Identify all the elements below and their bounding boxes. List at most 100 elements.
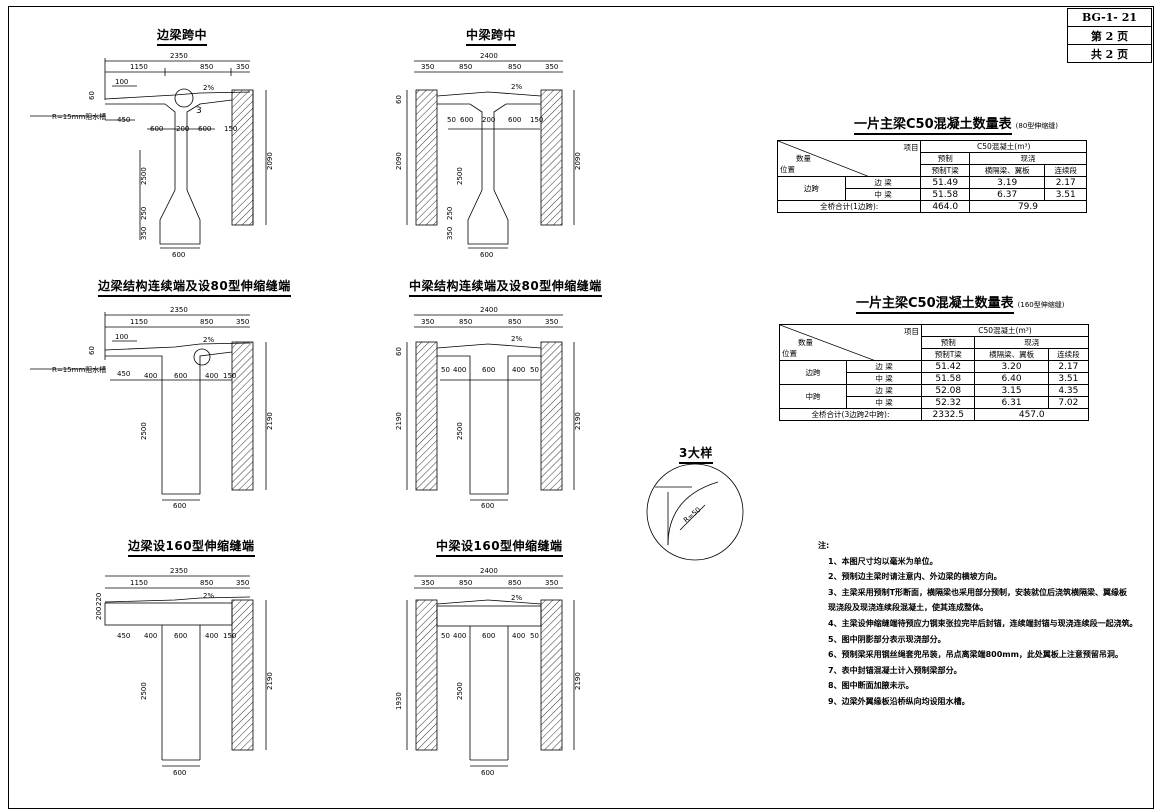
table1-note: (80型伸缩缝) [1015, 122, 1059, 130]
edge-e-r4: 400 [205, 632, 218, 640]
edge-c-hole: R=15mm阻水槽 [52, 365, 106, 374]
table2-note: (160型伸缩缝) [1017, 301, 1065, 309]
mid-e-right: 350 [545, 579, 558, 587]
title-middle-midspan: 中梁跨中 [466, 28, 517, 46]
mid-a-h250: 250 [446, 207, 454, 220]
note-9: 9、边梁外翼缘板沿桥纵向均设阻水槽。 [828, 696, 970, 706]
table2-title: 一片主梁C50混凝土数量表 [856, 296, 1014, 314]
table1-h-pre: 预制 [920, 152, 970, 165]
table2-span1: 边跨 [779, 360, 847, 385]
title-edge-160: 边梁设160型伸缩缝端 [128, 539, 255, 557]
mid-e-r3: 400 [512, 632, 525, 640]
mid-e-r5: 50 [530, 632, 539, 640]
edge-e-h200: 200 [95, 607, 103, 620]
mid-a-r3: 600 [508, 116, 521, 124]
edge-a-h60: 60 [88, 91, 96, 100]
mid-c-left: 350 [421, 318, 434, 326]
mid-a-h60: 60 [395, 95, 403, 104]
edge-c-r2: 600 [174, 372, 187, 380]
mid-e-r0: 50 [441, 632, 450, 640]
mid-c-w600: 600 [481, 502, 494, 510]
edge-e-h2190: 2190 [266, 672, 274, 690]
mid-c-total: 2400 [480, 306, 498, 314]
note-4: 4、主梁设伸缩缝端待预应力钢束张拉完毕后封锚，连续端封锚与现浇连续段一起浇筑。 [828, 618, 1138, 628]
table1-caption: 一片主梁C50混凝土数量表(80型伸缩缝) [854, 113, 1059, 135]
table2-r0-cont: 2.17 [1047, 360, 1090, 373]
table1-h-pos: 位置 [780, 165, 795, 174]
edge-e-r5: 150 [223, 632, 236, 640]
table2-r0-cross: 3.20 [974, 360, 1049, 373]
mid-a-r0: 50 [447, 116, 456, 124]
mid-a-right: 350 [545, 63, 558, 71]
table2-h-item: 项目 [904, 327, 920, 336]
edge-c-r4: 150 [223, 372, 236, 380]
table2-r3-beam: 中 梁 [845, 396, 923, 409]
mid-c-h2190-r: 2190 [574, 412, 582, 430]
mid-e-h2190: 2190 [574, 672, 582, 690]
edge-a-r3: 600 [198, 125, 211, 133]
table-row: 全桥合计(1边跨): 464.0 79.9 [776, 200, 1088, 213]
table1-h-cont: 连续段 [1044, 164, 1087, 177]
title-edge-continuous: 边梁结构连续端及设80型伸缩缝端 [98, 279, 291, 297]
mid-e-r2: 600 [482, 632, 495, 640]
mid-c-r3: 400 [512, 366, 525, 374]
edge-c-r3: 400 [205, 372, 218, 380]
edge-continuous-section [30, 312, 267, 501]
table2-r0-pret: 51.42 [921, 360, 976, 373]
edge-e-total: 2350 [170, 567, 188, 575]
edge-a-total: 2350 [170, 52, 188, 60]
mid-a-r2: 200 [482, 116, 495, 124]
edge-e-right: 350 [236, 579, 249, 587]
table1-r1-cross: 6.37 [968, 188, 1046, 201]
table2-r3-pret: 52.32 [921, 396, 976, 409]
table1-h-pret: 预制T梁 [920, 164, 970, 177]
mid-a-m1: 850 [459, 63, 472, 71]
table1-h-c50: C50混凝土(m³) [920, 140, 1087, 153]
edge-e-r2: 400 [144, 632, 157, 640]
sheet-page: 第 2 页 [1067, 26, 1152, 45]
notes-head: 注: [818, 541, 830, 550]
mid-e-m2: 850 [508, 579, 521, 587]
edge-c-w600: 600 [173, 502, 186, 510]
edge-a-mid: 850 [200, 63, 213, 71]
edge-c-h2500: 2500 [140, 422, 148, 440]
table-row: 中跨 边 梁 52.08 3.15 4.35 [779, 384, 1090, 409]
table-row: 边跨 边 梁 51.49 3.19 2.17 [777, 176, 1087, 201]
table1-total-label: 全桥合计(1边跨): [776, 200, 922, 213]
table2-r0-beam: 边 梁 [845, 360, 923, 373]
table1-total-cast: 79.9 [968, 200, 1088, 213]
table1-h-cast: 现浇 [968, 152, 1088, 165]
mid-c-r1: 400 [453, 366, 466, 374]
table2-h-pos: 位置 [782, 349, 797, 358]
table2-r3-cont: 7.02 [1047, 396, 1090, 409]
note-8: 8、图中断面加腋未示。 [828, 681, 914, 691]
edge-a-mark3: 3 [196, 106, 202, 116]
table1: 项目 数量 位置 C50混凝土(m³) 预制 现浇 预制T梁 横隔梁、翼板 连续… [776, 140, 1088, 213]
table1-r1-pret: 51.58 [920, 188, 970, 201]
mid-e-m1: 850 [459, 579, 472, 587]
edge-a-h350: 350 [140, 227, 148, 240]
edge-c-total: 2350 [170, 306, 188, 314]
table2-r2-beam: 边 梁 [845, 384, 923, 397]
edge-a-r4: 150 [224, 125, 237, 133]
mid-a-h2500: 2500 [456, 167, 464, 185]
table2-r1-beam: 中 梁 [845, 372, 923, 385]
edge-c-h2190: 2190 [266, 412, 274, 430]
note-6: 6、预制梁采用钢丝绳套兜吊装，吊点离梁端800mm，此处翼板上注意预留吊洞。 [828, 650, 1123, 660]
middle-160-section [406, 575, 575, 767]
mid-c-h60: 60 [395, 347, 403, 356]
note-3: 3、主梁采用预制T形断面，横隔梁也采用部分预制，安装就位后浇筑横隔梁、翼缘板 [828, 587, 1128, 597]
mid-a-w600: 600 [480, 251, 493, 259]
table1-r1-beam: 中 梁 [844, 188, 922, 201]
edge-a-w600: 600 [172, 251, 185, 259]
edge-e-h220: 220 [95, 593, 103, 606]
table2-r3-cross: 6.31 [974, 396, 1049, 409]
edge-a-lip: 100 [115, 78, 128, 86]
mid-c-m1: 850 [459, 318, 472, 326]
table1-h-qty: 数量 [796, 154, 811, 163]
table2: 项目 数量 位置 C50混凝土(m³) 预制 现浇 预制T梁 横隔梁、翼板 连续… [778, 324, 1090, 421]
table2-r1-cross: 6.40 [974, 372, 1049, 385]
mid-e-total: 2400 [480, 567, 498, 575]
mid-a-m2: 850 [508, 63, 521, 71]
note-3b: 现浇段及现浇连续段混凝土，使其连成整体。 [828, 603, 988, 613]
